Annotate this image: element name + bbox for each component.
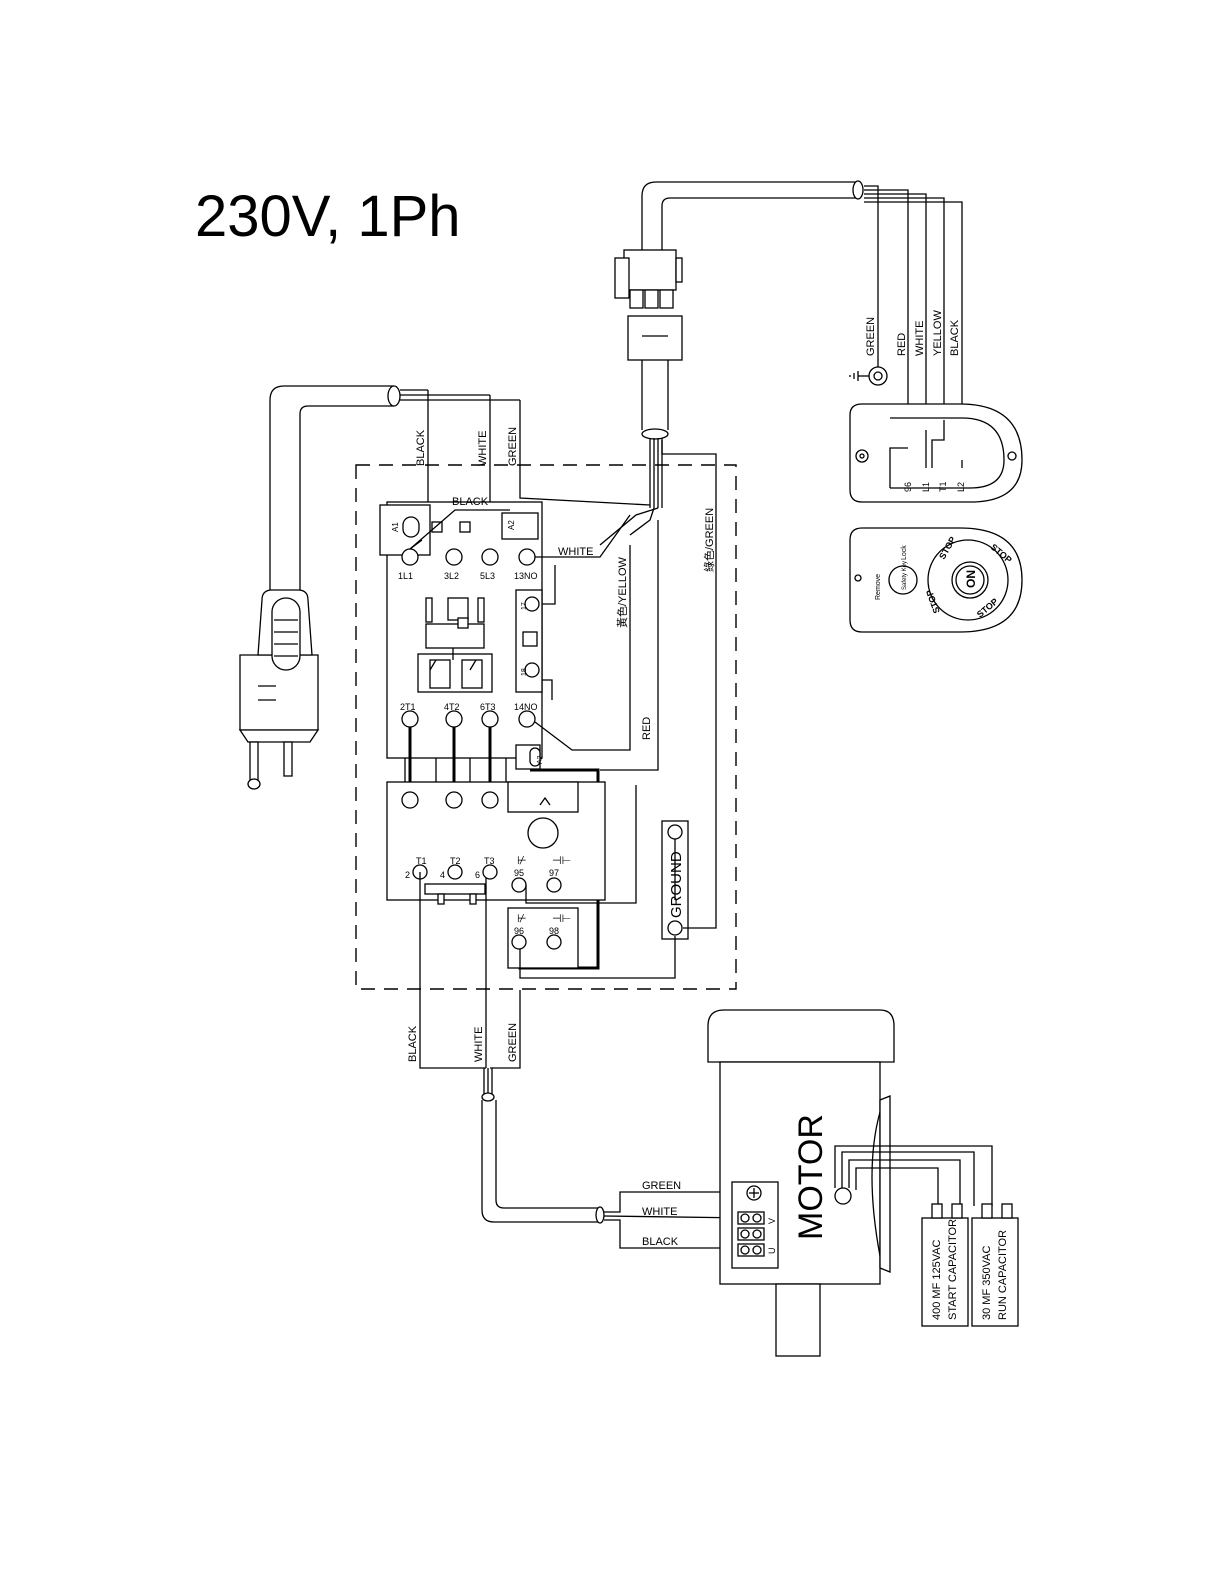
remote-wire-green-label: GREEN [865,317,877,356]
power-wire-white-label: WHITE [477,431,489,466]
coil-terminal-a2-bottom: A2 [537,755,544,764]
contactor-terminal-5l3: 5L3 [480,548,499,581]
terminal-label-u: U [767,1248,777,1255]
start-capacitor-rating: 400 MF 125VAC [931,1239,943,1320]
coil-terminal-a2: A2 [507,520,516,530]
run-capacitor-label: RUN CAPACITOR [997,1230,1009,1320]
remote-wire-yellow-label: YELLOW [932,310,944,356]
start-capacitor-label: START CAPACITOR [947,1219,959,1320]
contactor-terminal-6t3: 6T3 [480,702,499,728]
junction-wire-white-label: WHITE [642,1206,677,1218]
junction-wire-black-label: BLACK [642,1236,679,1248]
svg-text:⊬: ⊬ [517,913,527,925]
diagram-title: 230V, 1Ph [195,184,461,249]
overload-number-4: 4 [440,870,445,880]
power-cord: BLACK WHITE GREEN [269,385,651,658]
overload-contact-98: 98 [549,926,559,936]
remote-switch-front: Safety Key Remove Lock ON STOP STOP STOP… [849,527,1023,633]
svg-text:3L2: 3L2 [444,571,459,581]
start-capacitor: 400 MF 125VAC START CAPACITOR [921,1203,969,1327]
run-capacitor: 30 MF 350VAC RUN CAPACITOR [971,1203,1019,1327]
jumper-black-label: BLACK [452,496,489,508]
svg-text:⊬: ⊬ [517,855,527,867]
svg-text:⊣⊢: ⊣⊢ [552,913,571,925]
control-box-enclosure [355,464,737,990]
motor-junction-wires: GREEN WHITE BLACK [603,1180,749,1249]
motor-wire-white-label: WHITE [473,1027,485,1062]
switch-terminal-t1: T1 [938,481,948,492]
overload-number-6: 6 [475,870,480,880]
svg-text:13NO: 13NO [514,571,538,581]
safety-key-label: Safety Key [902,561,908,590]
switch-wire-green-label: 綠色/GREEN [702,508,716,572]
ground-label: GROUND [668,851,685,918]
contactor-terminal-14no: 14NO [514,702,538,728]
motor: MOTOR V U [707,1009,895,1357]
svg-text:14NO: 14NO [514,702,538,712]
motor-wire-black-label: BLACK [407,1025,419,1062]
remote-wire-white-label: WHITE [914,321,926,356]
power-wire-black-label: BLACK [415,429,427,466]
overload-contact-97: 97 [549,868,559,878]
contactor-white-label: WHITE [558,546,593,558]
capacitor-wires [834,1145,993,1206]
svg-text:2T1: 2T1 [400,702,416,712]
svg-text:6T3: 6T3 [480,702,496,712]
lock-label: Lock [901,545,908,560]
terminal-label-v: V [767,1218,777,1224]
motor-wire-green-label: GREEN [507,1023,519,1062]
overload-relay: T1 T2 T3 2 4 6 ⊬ ⊣⊢ 95 97 ⊬ ⊣⊢ 96 98 [386,781,637,969]
motor-cable: BLACK WHITE GREEN [407,872,605,1224]
aux-terminal-18: 18 [521,668,528,676]
remote-wire-red-label: RED [896,333,908,356]
switch-wire-yellow-label: 黃色/YELLOW [615,556,629,628]
switch-terminal-96: 96 [903,482,913,492]
switch-terminal-l2: L2 [956,482,966,492]
plug [238,589,320,790]
contactor-terminal-4t2: 4T2 [444,702,463,728]
contactor-terminal-2t1: 2T1 [400,702,419,728]
remote-wire-black-label: BLACK [949,319,961,356]
run-capacitor-rating: 30 MF 350VAC [981,1246,993,1320]
svg-text:4T2: 4T2 [444,702,460,712]
on-label: ON [964,570,978,588]
contactor-terminal-3l2: 3L2 [444,548,463,581]
power-wire-green-label: GREEN [507,427,519,466]
svg-text:5L3: 5L3 [480,571,495,581]
svg-text:⊣⊢: ⊣⊢ [552,855,571,867]
overload-label-t2: T2 [450,856,461,866]
overload-contact-95: 95 [514,868,524,878]
junction-wire-green-label: GREEN [642,1180,681,1192]
contactor: A1 A2 1L1 3L2 5L3 13NO BLACK WHITE [379,496,631,782]
switch-terminal-l1: L1 [921,482,931,492]
coil-terminal-a1: A1 [391,522,400,532]
overload-contact-96: 96 [514,926,524,936]
svg-text:1L1: 1L1 [398,571,413,581]
motor-label: MOTOR [792,1114,830,1240]
overload-label-t3: T3 [484,856,495,866]
remove-label: Remove [875,574,882,600]
remote-connector: 黃色/YELLOW 綠色/GREEN RED [519,180,864,979]
safety-key [888,565,918,595]
switch-wire-red-label: RED [641,717,653,740]
overload-number-2: 2 [405,870,410,880]
aux-terminal-17: 17 [521,602,528,610]
remote-wires: GREEN RED WHITE YELLOW BLACK [849,185,963,460]
overload-label-t1: T1 [416,856,427,866]
remote-switch-back: 96 L1 T1 L2 [849,403,1023,503]
